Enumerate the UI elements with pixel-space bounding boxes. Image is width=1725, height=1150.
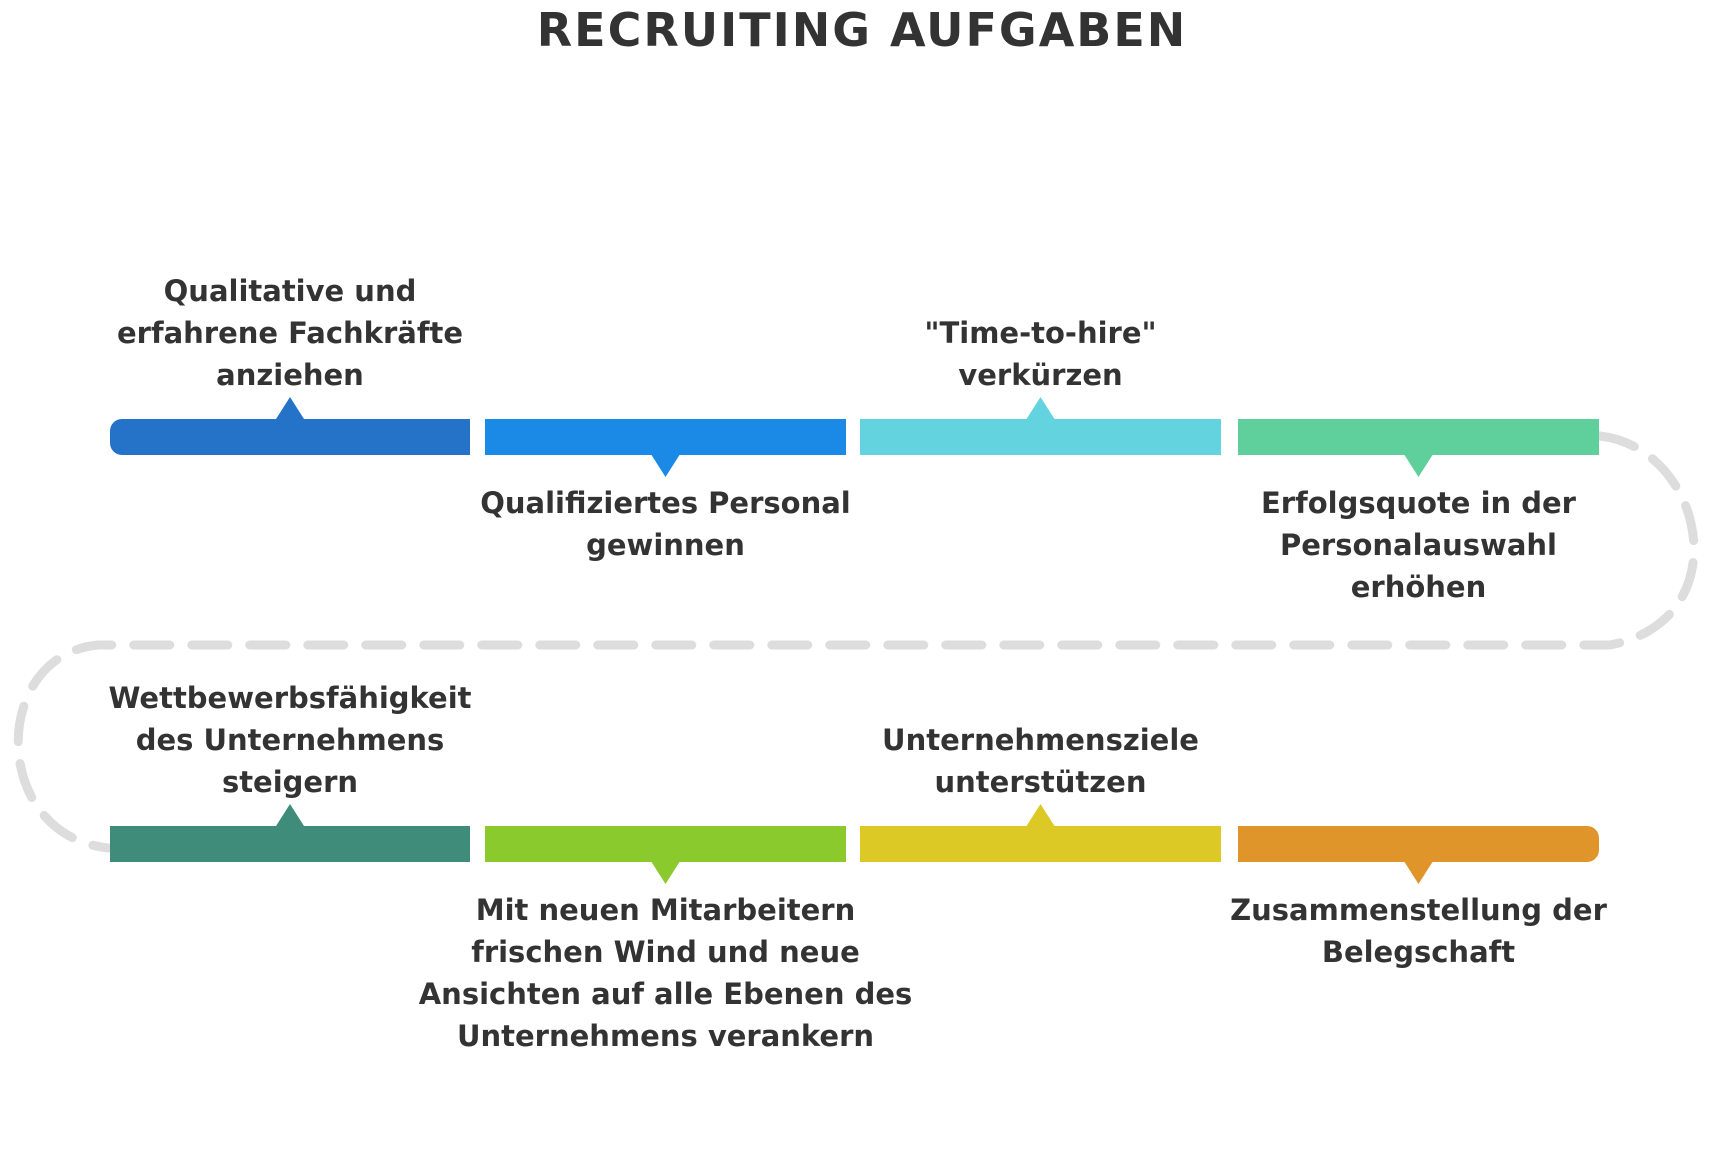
step-6-label-line-3: Ansichten auf alle Ebenen des (419, 977, 913, 1011)
step-7: Unternehmensziele unterstützen (860, 723, 1221, 862)
step-6-label-line-1: Mit neuen Mitarbeitern (476, 893, 856, 927)
step-3-label-line-2: verkürzen (958, 358, 1122, 392)
step-1-label-line-1: Qualitative und (164, 274, 417, 308)
step-1-label-line-3: anziehen (216, 358, 364, 392)
step-5: Wettbewerbsfähigkeit des Unternehmens stei… (108, 681, 472, 862)
step-5-label-line-3: steigern (222, 765, 358, 799)
step-8-label-line-1: Zusammenstellung der (1230, 893, 1608, 927)
step-4-pointer (1404, 455, 1433, 477)
step-8-label-line-2: Belegschaft (1322, 935, 1515, 969)
step-4-label-line-2: Personalauswahl (1280, 528, 1557, 562)
steps-layer: Qualitative und erfahrene Fachkräfte anzie… (108, 274, 1607, 1053)
step-6-label-line-4: Unternehmens verankern (457, 1019, 874, 1053)
step-4-label-line-1: Erfolgsquote in der (1261, 486, 1577, 520)
step-8-pointer (1404, 862, 1433, 884)
step-2-label-line-1: Qualifiziertes Personal (480, 486, 851, 520)
step-2: Qualifiziertes Personal gewinnen (480, 419, 851, 562)
step-1-pointer (276, 397, 304, 419)
step-4-bar (1238, 419, 1599, 455)
step-1-label-line-2: erfahrene Fachkräfte (117, 316, 463, 350)
step-3-bar (860, 419, 1221, 455)
step-6-pointer (651, 862, 680, 884)
step-2-bar (485, 419, 846, 455)
step-7-label-line-2: unterstützen (935, 765, 1147, 799)
step-5-label-line-1: Wettbewerbsfähigkeit (108, 681, 471, 715)
step-2-label-line-2: gewinnen (586, 528, 745, 562)
step-3-label-line-1: "Time-to-hire" (924, 316, 1156, 350)
step-1-bar (110, 419, 470, 455)
step-2-pointer (651, 455, 680, 477)
step-6: Mit neuen Mitarbeitern frischen Wind und … (419, 826, 913, 1053)
step-5-bar (110, 826, 470, 862)
step-1: Qualitative und erfahrene Fachkräfte anzie… (110, 274, 470, 455)
step-5-pointer (276, 804, 304, 826)
page-title: RECRUITING AUFGABEN (537, 3, 1188, 57)
step-6-label-line-2: frischen Wind und neue (471, 935, 860, 969)
step-7-pointer (1026, 804, 1055, 826)
step-3: "Time-to-hire" verkürzen (860, 316, 1221, 455)
step-3-pointer (1026, 397, 1055, 419)
step-4-label-line-3: erhöhen (1351, 570, 1487, 604)
step-7-bar (860, 826, 1221, 862)
step-7-label-line-1: Unternehmensziele (882, 723, 1199, 757)
step-8-bar (1238, 826, 1599, 862)
step-5-label-line-2: des Unternehmens (136, 723, 445, 757)
step-6-bar (485, 826, 846, 862)
dashed-connector-path (13, 431, 1699, 853)
